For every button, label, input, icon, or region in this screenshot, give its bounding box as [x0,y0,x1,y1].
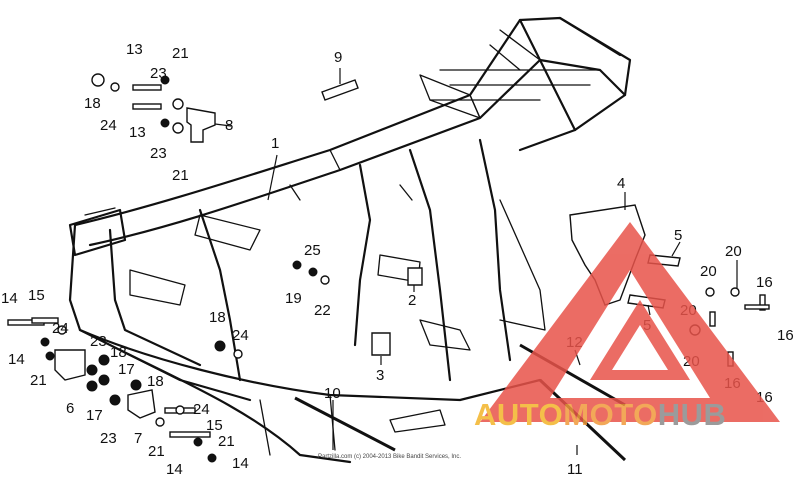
watermark-triangle-icon [480,222,780,422]
callout-25: 25 [304,242,321,259]
callout-17b: 17 [86,407,103,424]
callout-8: 8 [225,117,233,134]
callout-7: 7 [134,430,142,447]
part-23-nut-upper[interactable] [160,75,170,85]
part-25-nut[interactable] [308,267,318,277]
watermark-brand-hub: HUB [658,397,727,432]
callout-20a: 20 [725,243,742,260]
part-22-washer[interactable] [320,275,330,285]
part-20-washer-a[interactable] [705,287,715,297]
part-21-washer-lower[interactable] [172,122,184,134]
part-7-plate[interactable] [127,389,156,419]
part-3-collar[interactable] [371,332,391,356]
part-24-washer-middle[interactable] [233,349,243,359]
part-6-plate[interactable] [54,349,86,381]
part-17-nut-b[interactable] [98,374,110,386]
part-21-washer-d[interactable] [193,437,203,447]
part-18-nut-upper[interactable] [91,73,105,87]
part-20-washer-b[interactable] [730,287,740,297]
automotohub-watermark: AUTOMOTOHUB [474,222,780,432]
callout-21c: 21 [30,372,47,389]
part-16-bolt-b[interactable] [744,304,770,310]
part-23-nut-lower[interactable] [160,118,170,128]
part-21-washer-a[interactable] [40,337,50,347]
part-21-washer-upper[interactable] [172,98,184,110]
svg-text:AUTOMOTOHUB: AUTOMOTOHUB [474,397,726,432]
leader-lines [214,68,738,455]
callout-15a: 15 [28,287,45,304]
callout-15b: 15 [206,417,223,434]
part-8-bracket[interactable] [186,107,216,143]
watermark-inner-triangle-icon [590,300,690,380]
part-18-nut-middle[interactable] [214,340,226,352]
callout-22: 22 [314,302,331,319]
part-19-nut[interactable] [292,260,302,270]
frame-assembly[interactable] [68,16,632,464]
callout-23a: 23 [150,65,167,82]
callout-24d: 24 [193,401,210,418]
part-16-bolt-a[interactable] [759,294,766,311]
part-24-washer-b[interactable] [175,405,185,415]
callout-21e: 21 [218,433,235,450]
part-17-nut-a[interactable] [86,380,98,392]
part-15-bolt-a[interactable] [31,317,59,324]
part-24-washer-upper[interactable] [110,82,120,92]
callout-18a: 18 [84,95,101,112]
part-14-nut-c[interactable] [207,453,217,463]
callout-21b: 21 [172,167,189,184]
part-10-shaft[interactable] [294,396,396,452]
callout-21a: 21 [172,45,189,62]
part-23-nut-a[interactable] [86,364,98,376]
callout-23d: 23 [100,430,117,447]
callout-24a: 24 [100,117,117,134]
part-18-nut-b[interactable] [130,379,142,391]
callout-14b: 14 [8,351,25,368]
copyright-text: Partzilla.com (c) 2004-2013 Bike Bandit … [318,454,461,460]
callout-23b: 23 [150,145,167,162]
part-18-nut-a[interactable] [98,354,110,366]
part-9-emblem[interactable] [321,79,359,101]
callout-11: 11 [567,461,583,478]
part-14-bolt-b[interactable] [169,431,211,438]
callout-14d: 14 [232,455,249,472]
part-2-collar[interactable] [407,267,423,286]
callout-23c: 23 [90,333,107,350]
callout-16b: 16 [777,327,794,344]
callout-14c: 14 [166,461,183,478]
callout-18b: 18 [209,309,226,326]
callout-16a: 16 [756,274,773,291]
callout-1: 1 [271,135,279,152]
callout-18d: 18 [147,373,164,390]
watermark-brand-auto: AUTO [474,397,563,432]
callout-6: 6 [66,400,74,417]
part-13-bolt-upper[interactable] [132,84,162,91]
callout-13a: 13 [126,41,143,58]
callout-14a: 14 [1,290,18,307]
callout-17a: 17 [118,361,135,378]
callout-21d: 21 [148,443,165,460]
callout-3: 3 [376,367,384,384]
part-24-washer-a[interactable] [57,325,67,335]
callout-19: 19 [285,290,302,307]
part-23-nut-b[interactable] [109,394,121,406]
callout-2: 2 [408,292,416,309]
callout-4: 4 [617,175,625,192]
part-21-washer-b[interactable] [45,351,55,361]
callout-24c: 24 [52,320,69,337]
watermark-brand-moto: MOTO [563,397,657,432]
callout-18c: 18 [110,344,127,361]
callout-5a: 5 [674,227,682,244]
callout-24b: 24 [232,327,249,344]
callout-10: 10 [324,385,341,402]
part-16-bolt-c[interactable] [709,311,716,327]
part-13-bolt-lower[interactable] [132,103,162,110]
callout-20b: 20 [700,263,717,280]
callout-9: 9 [334,49,342,66]
part-21-washer-c[interactable] [155,417,165,427]
callout-13b: 13 [129,124,146,141]
